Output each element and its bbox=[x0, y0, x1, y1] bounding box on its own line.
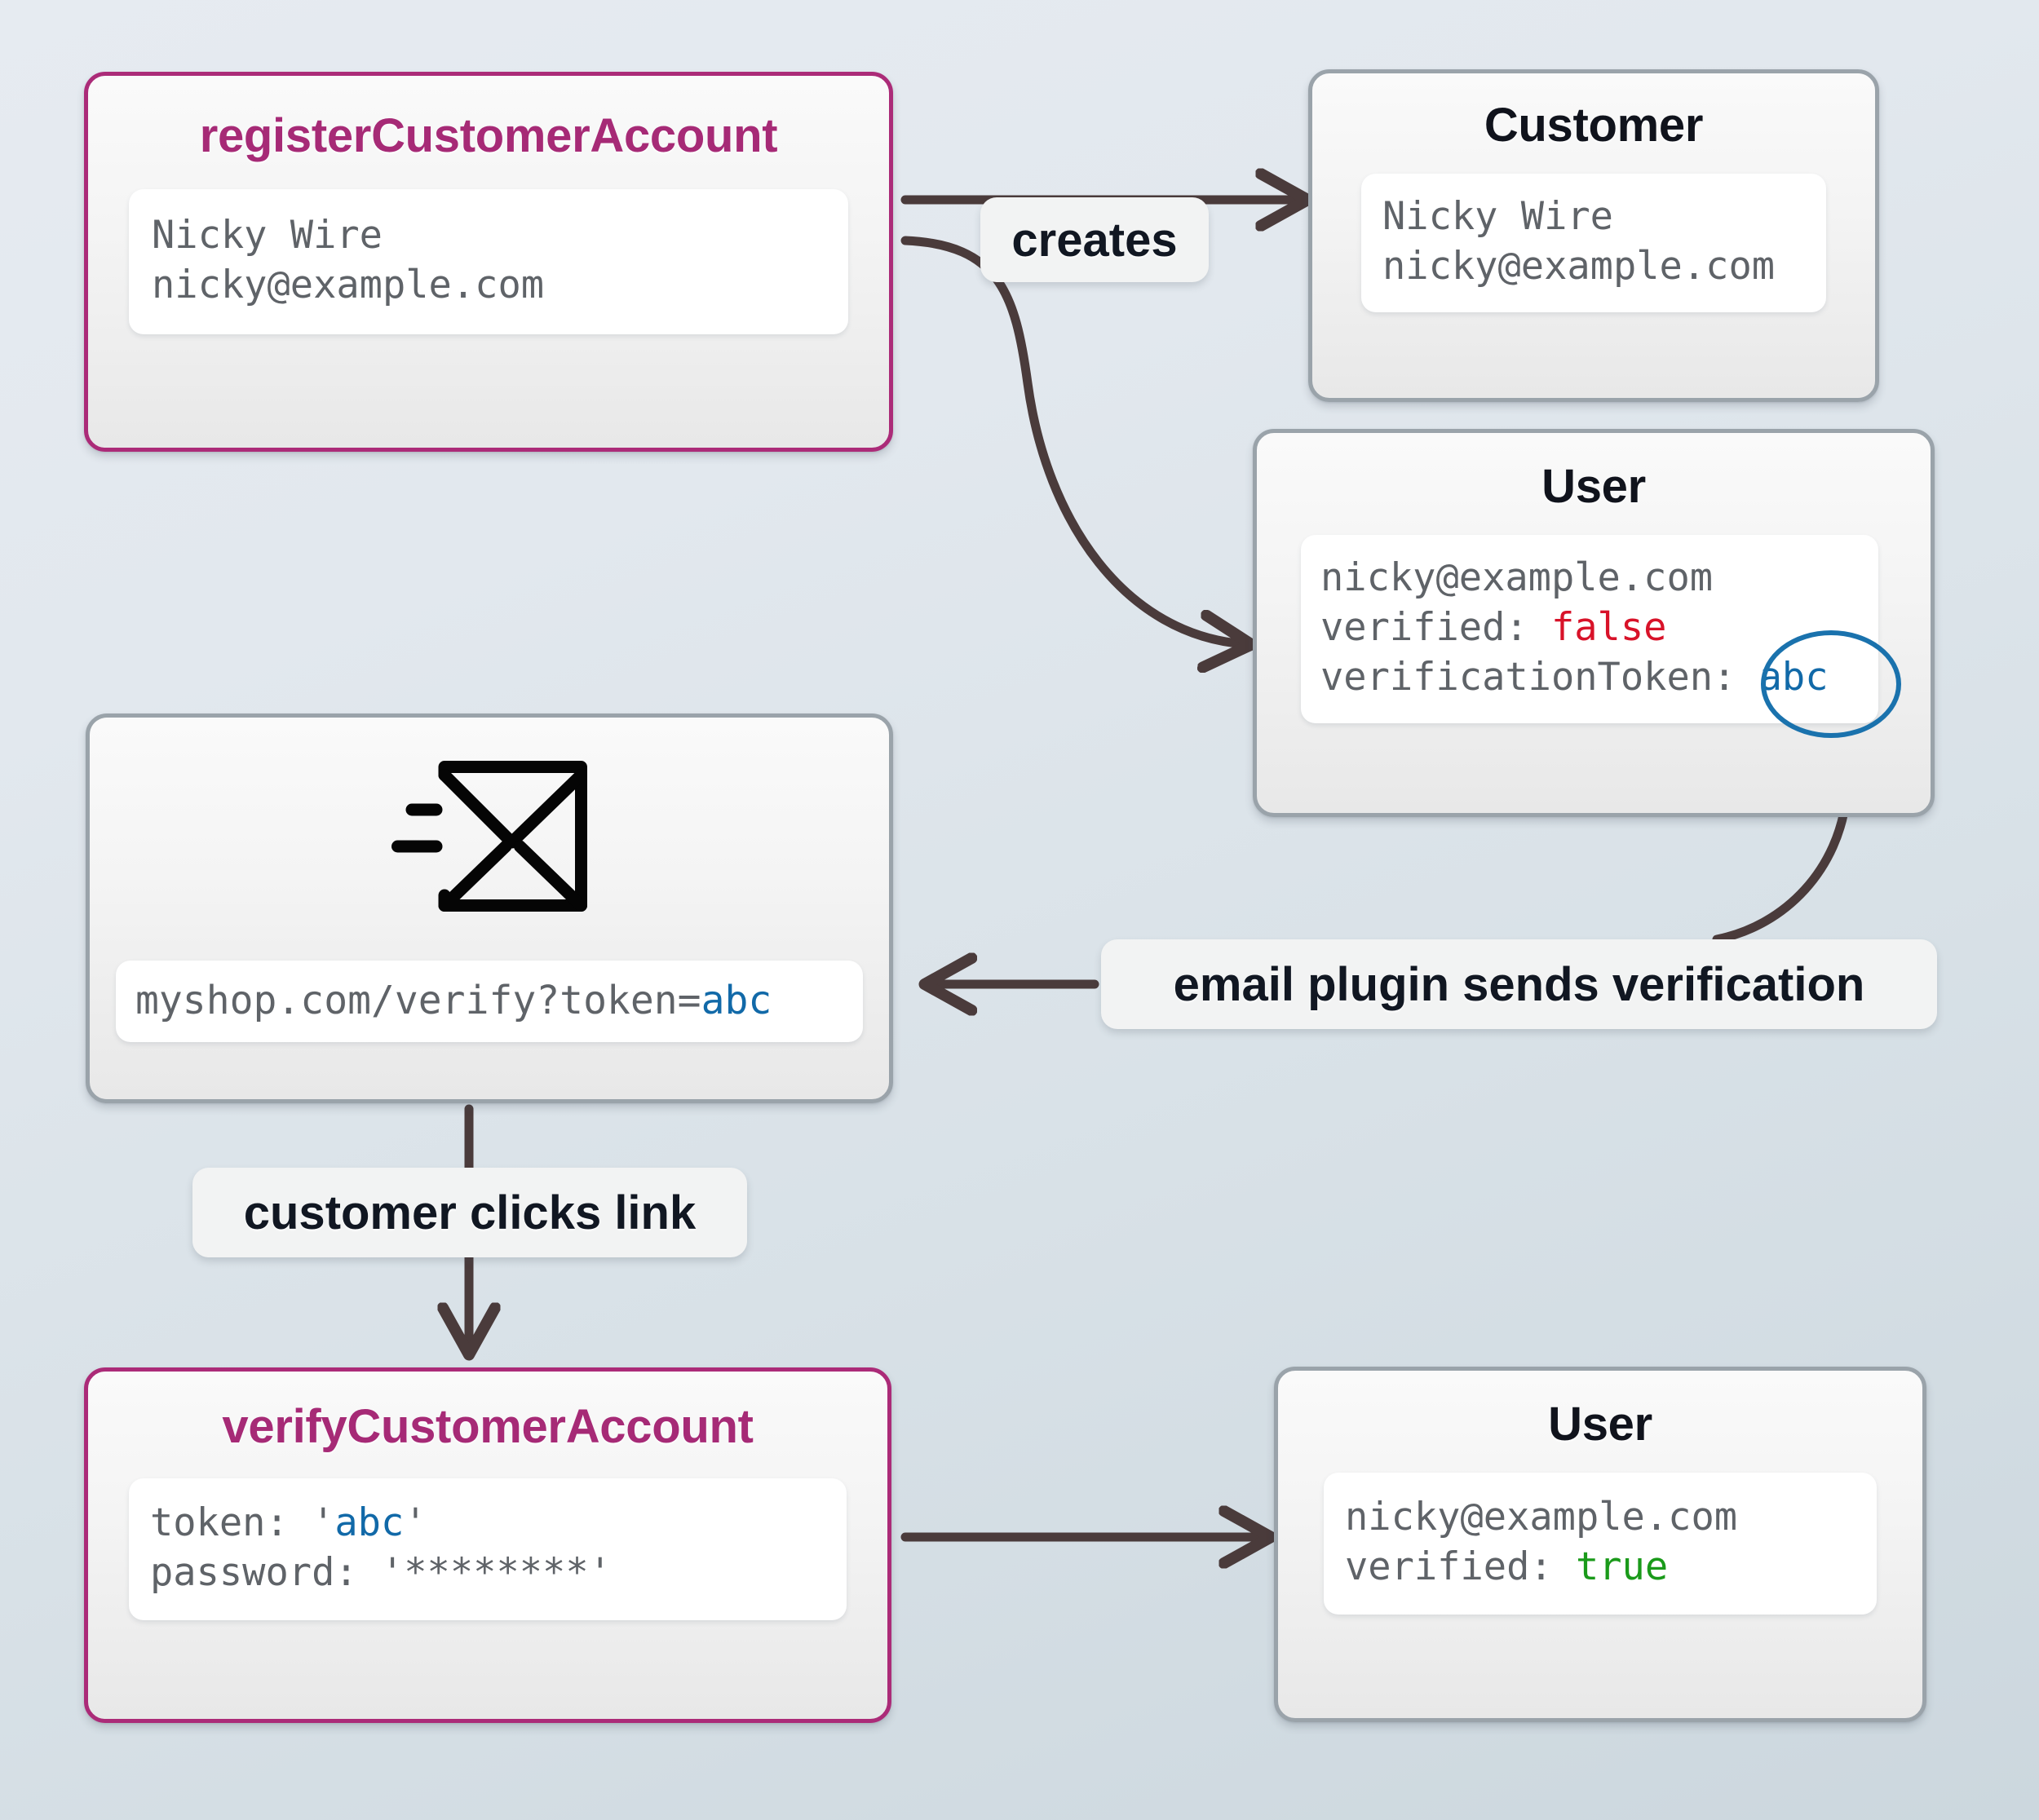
edge-label-customer-clicks-link: customer clicks link bbox=[192, 1168, 747, 1257]
verify-token-quote-open: ' bbox=[312, 1500, 335, 1545]
node-title-user-verified: User bbox=[1548, 1398, 1652, 1451]
customer-line-email: nicky@example.com bbox=[1382, 244, 1776, 289]
node-title-user-unverified: User bbox=[1541, 460, 1646, 513]
customer-line-name: Nicky Wire bbox=[1382, 194, 1613, 239]
node-register-customer-account[interactable]: registerCustomerAccount Nicky Wire nicky… bbox=[84, 72, 893, 452]
register-line-name: Nicky Wire bbox=[152, 213, 383, 258]
verify-token-value: abc bbox=[334, 1500, 405, 1545]
email-url-row: myshop.com/verify?token=abc bbox=[90, 960, 889, 1042]
user1-token-key: verificationToken: bbox=[1320, 655, 1759, 700]
edge-label-creates: creates bbox=[980, 197, 1209, 282]
node-verify-customer-account[interactable]: verifyCustomerAccount token: 'abc' passw… bbox=[84, 1367, 891, 1723]
node-body-user-verified: nicky@example.com verified: true bbox=[1324, 1473, 1877, 1615]
send-envelope-icon bbox=[387, 757, 591, 916]
node-title-customer: Customer bbox=[1484, 99, 1704, 152]
user1-email: nicky@example.com bbox=[1320, 555, 1714, 600]
user1-verified-value: false bbox=[1550, 605, 1667, 651]
verify-token-key: token: bbox=[150, 1500, 312, 1545]
email-url-token: abc bbox=[701, 977, 772, 1023]
node-body-register: Nicky Wire nicky@example.com bbox=[129, 189, 848, 335]
node-user-unverified[interactable]: User nicky@example.com verified: false v… bbox=[1253, 429, 1935, 817]
node-title-register: registerCustomerAccount bbox=[199, 109, 778, 162]
node-verification-email[interactable]: myshop.com/verify?token=abc bbox=[86, 713, 893, 1103]
user2-verified-key: verified: bbox=[1345, 1544, 1576, 1590]
node-title-verify: verifyCustomerAccount bbox=[222, 1400, 754, 1453]
edge-register-to-user bbox=[900, 236, 1246, 644]
node-body-customer: Nicky Wire nicky@example.com bbox=[1361, 174, 1826, 313]
node-customer[interactable]: Customer Nicky Wire nicky@example.com bbox=[1308, 69, 1879, 402]
user1-verified-key: verified: bbox=[1320, 605, 1551, 651]
email-url-panel: myshop.com/verify?token=abc bbox=[116, 960, 863, 1042]
user1-token-value: abc bbox=[1758, 655, 1829, 700]
email-url-prefix: myshop.com/verify?token= bbox=[135, 977, 701, 1023]
user2-email: nicky@example.com bbox=[1345, 1495, 1738, 1539]
node-user-verified[interactable]: User nicky@example.com verified: true bbox=[1274, 1367, 1926, 1722]
node-body-verify: token: 'abc' password: '********' bbox=[129, 1478, 847, 1621]
verify-token-quote-close: ' bbox=[404, 1500, 427, 1545]
verify-password-value: '********' bbox=[380, 1550, 612, 1596]
node-body-user-unverified: nicky@example.com verified: false verifi… bbox=[1301, 535, 1901, 739]
register-line-email: nicky@example.com bbox=[152, 263, 545, 308]
verify-password-key: password: bbox=[150, 1550, 381, 1596]
edge-label-email-plugin-sends-verification: email plugin sends verification bbox=[1101, 939, 1937, 1029]
user2-verified-value: true bbox=[1575, 1544, 1669, 1590]
